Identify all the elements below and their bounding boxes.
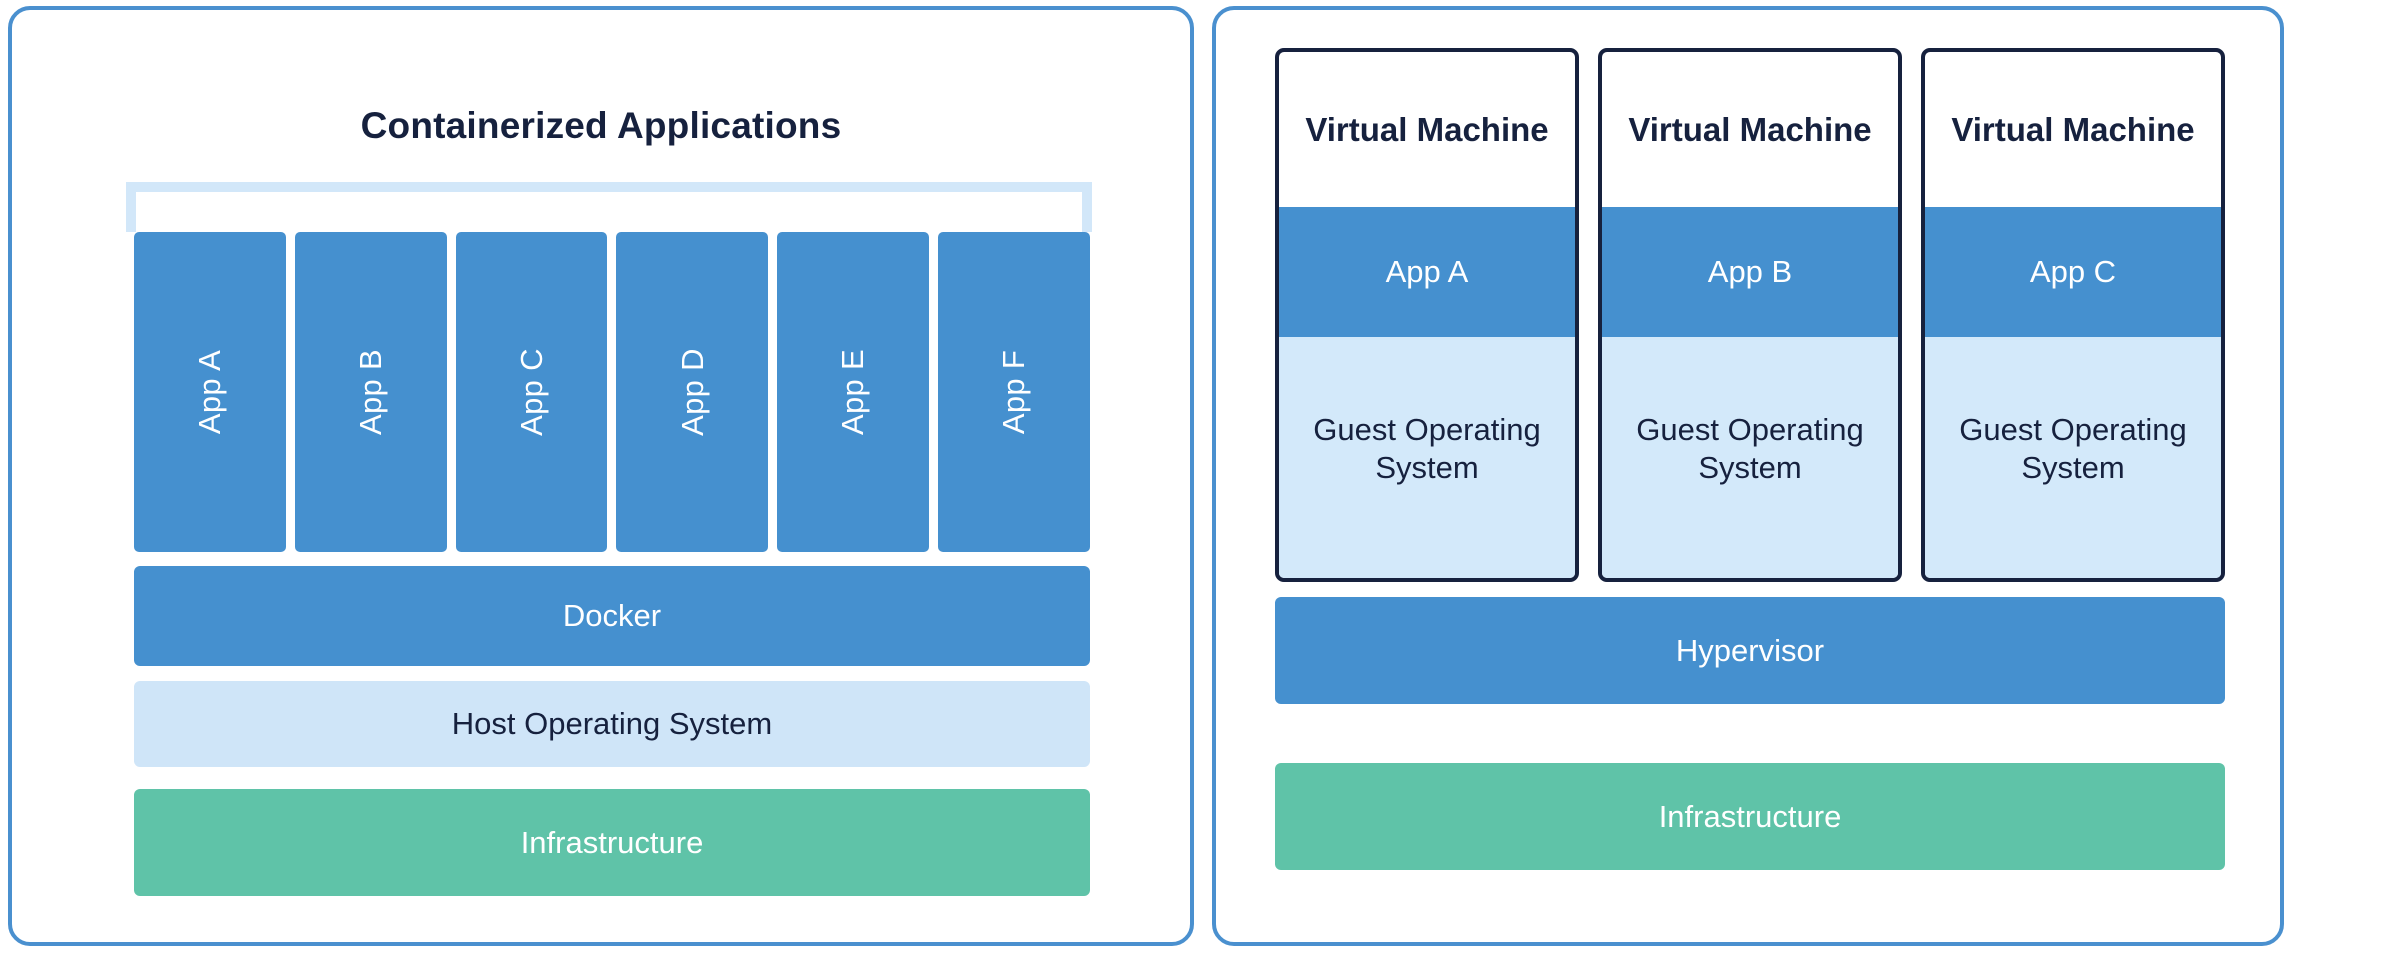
- virtual-machine-title: Virtual Machine: [1305, 110, 1549, 148]
- container-app-label: App B: [352, 349, 388, 435]
- guest-operating-system-label: Guest Operating System: [1925, 337, 2221, 578]
- containers-panel: Containerized Applications App A App B A…: [8, 6, 1194, 946]
- container-app-box: App A: [134, 232, 286, 552]
- infrastructure-layer-containers: Infrastructure: [134, 789, 1090, 896]
- container-app-label: App F: [996, 349, 1032, 435]
- virtual-machine-title: Virtual Machine: [1951, 110, 2195, 148]
- container-app-label: App E: [835, 349, 871, 435]
- container-app-box: App D: [616, 232, 769, 552]
- virtual-machine-app-label: App B: [1602, 207, 1898, 337]
- container-app-label: App C: [513, 348, 549, 436]
- containers-panel-title: Containerized Applications: [360, 104, 842, 146]
- container-app-box: App C: [455, 232, 608, 552]
- containerized-apps-bracket: [126, 182, 1092, 232]
- guest-operating-system-label: Guest Operating System: [1279, 337, 1575, 578]
- virtual-machine-box: Virtual Machine App A Guest Operating Sy…: [1275, 48, 1579, 582]
- container-apps-row: App A App B App C App D App E App F: [134, 232, 1090, 552]
- hypervisor-layer: Hypervisor: [1275, 597, 2225, 704]
- guest-operating-system-label: Guest Operating System: [1602, 337, 1898, 578]
- docker-layer: Docker: [134, 566, 1090, 666]
- virtual-machine-box: Virtual Machine App C Guest Operating Sy…: [1921, 48, 2225, 582]
- container-app-box: App B: [294, 232, 447, 552]
- infrastructure-layer-vms: Infrastructure: [1275, 763, 2225, 870]
- virtual-machines-row: Virtual Machine App A Guest Operating Sy…: [1275, 48, 2225, 582]
- container-app-label: App D: [674, 348, 710, 436]
- virtual-machine-box: Virtual Machine App B Guest Operating Sy…: [1598, 48, 1902, 582]
- container-app-box: App E: [777, 232, 930, 552]
- virtual-machine-app-label: App A: [1279, 207, 1575, 337]
- container-app-box: App F: [938, 232, 1090, 552]
- virtual-machine-title: Virtual Machine: [1628, 110, 1872, 148]
- host-operating-system-layer: Host Operating System: [134, 681, 1090, 767]
- virtual-machine-app-label: App C: [1925, 207, 2221, 337]
- container-app-label: App A: [191, 349, 227, 435]
